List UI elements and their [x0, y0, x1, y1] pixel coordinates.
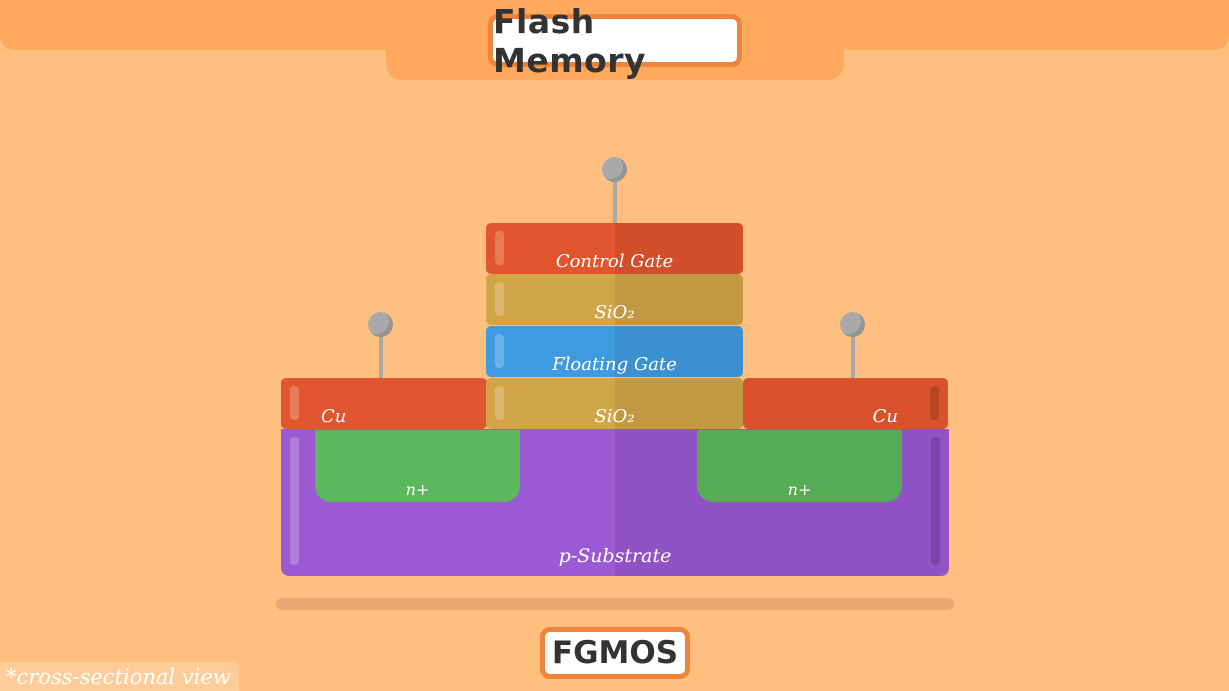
- top-oxide-shade: [614, 274, 743, 325]
- diagram-caption: FGMOS: [540, 627, 690, 679]
- control-gate-highlight: [495, 231, 504, 265]
- drain-contact-edge: [930, 386, 939, 420]
- bottom-oxide-shade: [614, 378, 743, 429]
- top-oxide-highlight: [495, 282, 504, 316]
- control-gate-label: Control Gate: [555, 251, 674, 272]
- source-cu-contact: Cu: [281, 378, 487, 429]
- bottom-oxide-highlight: [495, 386, 504, 420]
- ground-shadow: [276, 598, 954, 610]
- source-terminal-knob: [368, 312, 393, 337]
- drain-contact-label: Cu: [872, 406, 898, 427]
- gate-terminal-wire: [613, 176, 617, 224]
- drain-terminal-wire: [851, 332, 855, 379]
- drain-terminal-knob: [840, 312, 865, 337]
- floating-gate-highlight: [495, 334, 504, 368]
- floating-gate-layer: Floating Gate: [486, 326, 743, 377]
- floating-gate-label: Floating Gate: [552, 354, 677, 375]
- substrate-label: p-Substrate: [558, 545, 672, 567]
- top-oxide-layer: SiO₂: [486, 274, 743, 325]
- control-gate-layer: Control Gate: [486, 223, 743, 274]
- bottom-oxide-label: SiO₂: [594, 406, 635, 427]
- source-n-plus-region: n+: [315, 430, 520, 502]
- control-gate-shade: [614, 223, 743, 274]
- bottom-oxide-layer: SiO₂: [486, 378, 743, 429]
- top-oxide-label: SiO₂: [594, 302, 635, 323]
- substrate-highlight: [290, 437, 299, 565]
- gate-terminal-knob: [602, 157, 627, 182]
- drain-cu-contact: Cu: [743, 378, 948, 429]
- drain-n-plus-region: n+: [697, 430, 902, 502]
- floating-gate-shade: [614, 326, 743, 377]
- source-terminal-wire: [379, 332, 383, 379]
- substrate-edge: [931, 437, 940, 565]
- source-contact-label: Cu: [321, 406, 347, 427]
- source-contact-highlight: [290, 386, 299, 420]
- footnote: *cross-sectional view: [0, 662, 239, 691]
